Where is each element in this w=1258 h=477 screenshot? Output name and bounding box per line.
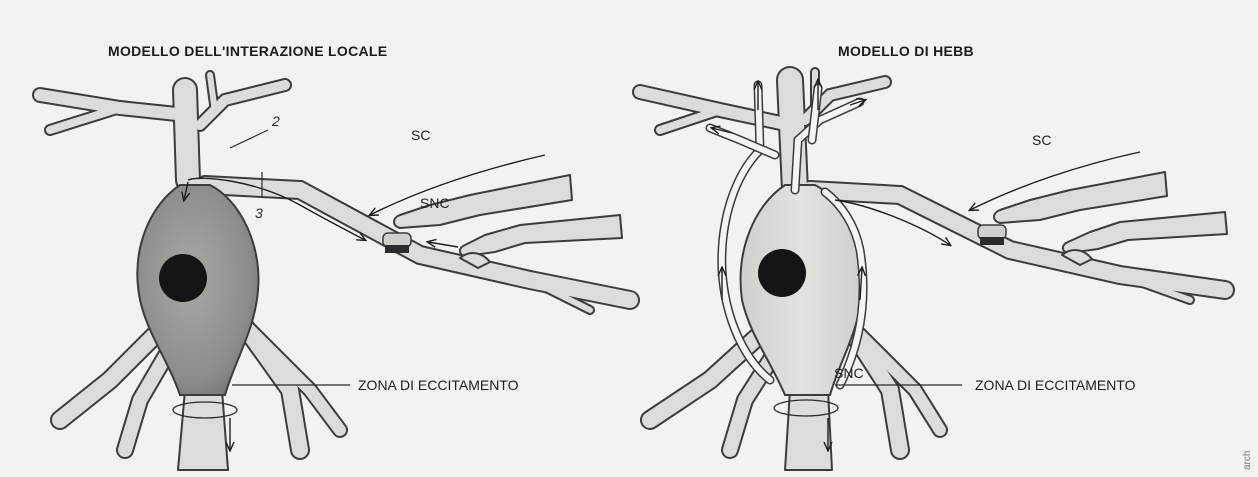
- right-panel: MODELLO DI HEBB: [640, 43, 1227, 470]
- left-arrow-snc: [428, 242, 458, 247]
- left-dendrites: [40, 75, 630, 450]
- right-label-snc: SNC: [834, 365, 864, 381]
- right-label-sc: SC: [1032, 132, 1051, 148]
- left-leader-2: [230, 130, 268, 148]
- left-nucleus: [159, 254, 207, 302]
- right-synapse-dark: [980, 237, 1004, 245]
- left-synapse-dark: [385, 245, 409, 253]
- left-panel: MODELLO DELL'INTERAZIONE LOCALE: [40, 43, 630, 470]
- left-label-2: 2: [271, 113, 280, 129]
- left-label-snc: SNC: [420, 195, 450, 211]
- left-label-zone: ZONA DI ECCITAMENTO: [358, 377, 519, 393]
- right-dendrites: [640, 72, 1225, 450]
- edge-credit-text: arch: [1242, 451, 1253, 470]
- left-label-3: 3: [255, 205, 263, 221]
- right-panel-title: MODELLO DI HEBB: [838, 43, 974, 59]
- left-panel-title: MODELLO DELL'INTERAZIONE LOCALE: [108, 43, 387, 59]
- right-nucleus: [758, 249, 806, 297]
- left-label-sc: SC: [411, 127, 430, 143]
- right-label-zone: ZONA DI ECCITAMENTO: [975, 377, 1136, 393]
